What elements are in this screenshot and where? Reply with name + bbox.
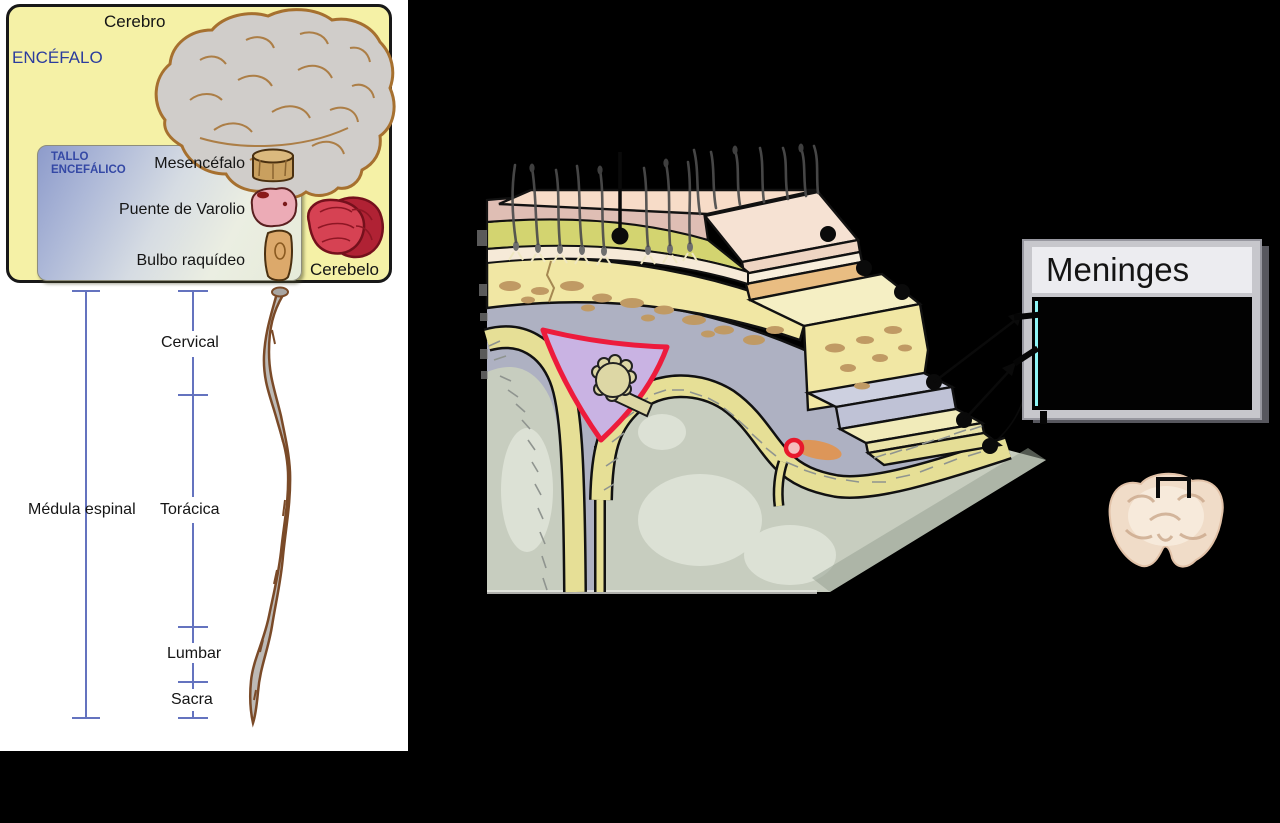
label-sacra: Sacra <box>171 691 213 708</box>
cns-overview-panel: Cerebro ENCÉFALO TALLO ENCEFÁLICO Mesenc… <box>0 0 408 751</box>
label-cervical: Cervical <box>161 334 219 351</box>
label-tallo-encefalico: TALLO ENCEFÁLICO <box>51 151 126 176</box>
spinal-brackets <box>72 290 208 719</box>
mesencephalon-illustration <box>252 148 294 183</box>
meninges-cutaway-illustration <box>477 143 1046 594</box>
label-encefalo: ENCÉFALO <box>12 48 103 67</box>
label-medula-espinal: Médula espinal <box>28 501 136 518</box>
meninges-window-title: Meninges <box>1032 247 1252 293</box>
meninges-window: Meninges <box>1012 239 1262 424</box>
callout-dot <box>856 260 872 276</box>
label-puente-varolio: Puente de Varolio <box>118 201 245 218</box>
cross-section-folds <box>1124 493 1207 542</box>
callout-dot <box>894 284 910 300</box>
label-cerebro: Cerebro <box>104 12 166 31</box>
label-mesencefalo: Mesencéfalo <box>154 155 245 172</box>
blood-vessel-dot <box>783 437 805 459</box>
callout-dots <box>611 152 1025 454</box>
brain-cross-section <box>1108 472 1224 568</box>
left-panel-illustrations <box>72 8 396 728</box>
cyan-accent-line <box>1035 301 1038 406</box>
hair-follicles <box>508 241 698 266</box>
callout-dot <box>611 227 629 245</box>
meninges-illustration-layers <box>477 143 1046 594</box>
cropped-label-stubs <box>477 230 488 379</box>
label-cerebelo: Cerebelo <box>310 260 379 279</box>
cerebrum-illustration <box>154 8 396 200</box>
label-lumbar: Lumbar <box>167 645 222 662</box>
meninges-window-content <box>1032 297 1252 410</box>
leader-tick <box>1040 411 1047 424</box>
arachnoid-granulation <box>591 354 637 402</box>
zoom-region-bracket <box>1156 477 1191 498</box>
bone-marrow-spots <box>499 281 784 345</box>
pons-illustration <box>250 187 298 228</box>
spinal-cord-illustration <box>248 286 292 728</box>
label-tallo-line2: ENCEFÁLICO <box>51 163 126 176</box>
medulla-illustration <box>264 229 293 282</box>
cerebellum-illustration <box>306 196 384 259</box>
label-bulbo-raquideo: Bulbo raquídeo <box>136 252 245 269</box>
callout-dot <box>820 226 836 242</box>
hair-strands <box>511 144 820 249</box>
label-toracica: Torácica <box>160 501 220 518</box>
label-tallo-line1: TALLO <box>51 151 89 163</box>
